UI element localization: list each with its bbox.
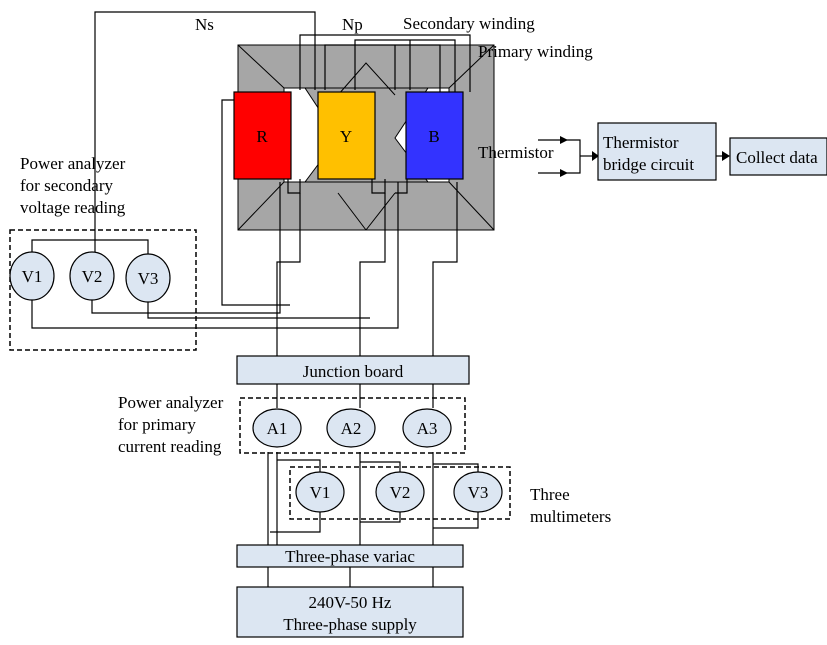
sec-meter-v3 bbox=[125, 253, 171, 303]
multimeter-v3 bbox=[453, 471, 503, 513]
sec-meter-v2-label: V2 bbox=[82, 267, 103, 286]
sec-analyzer-line2: for secondary bbox=[20, 176, 113, 195]
multimeter-wires bbox=[270, 459, 479, 533]
thermistor-label: Thermistor bbox=[478, 143, 554, 162]
primary-winding-label: Primary winding bbox=[478, 42, 593, 61]
thermistor-bridge-box bbox=[597, 122, 717, 181]
sec-analyzer-line3: voltage reading bbox=[20, 198, 126, 217]
thermistor-arrows bbox=[538, 136, 599, 177]
pri-meter-a3 bbox=[402, 408, 452, 448]
to-collect-data-arrow bbox=[722, 151, 730, 161]
thermistor-bridge-line2: bridge circuit bbox=[603, 155, 694, 174]
variac-label: Three-phase variac bbox=[285, 547, 415, 566]
pri-meter-a2 bbox=[326, 408, 376, 448]
np-label: Np bbox=[342, 15, 363, 34]
multimeter-v2 bbox=[375, 471, 425, 513]
supply-box bbox=[236, 586, 464, 638]
ns-label: Ns bbox=[195, 15, 214, 34]
winding-b bbox=[405, 91, 464, 180]
junction-board-label: Junction board bbox=[303, 362, 404, 381]
sec-analyzer-line1: Power analyzer bbox=[20, 154, 126, 173]
pri-analyzer-line2: for primary bbox=[118, 415, 196, 434]
multimeter-v3-label: V3 bbox=[468, 483, 489, 502]
thermistor-bridge-line1: Thermistor bbox=[603, 133, 679, 152]
primary-meters: A1 A2 A3 bbox=[252, 408, 452, 448]
pri-analyzer-line3: current reading bbox=[118, 437, 222, 456]
pri-analyzer-frame bbox=[239, 397, 466, 454]
winding-r bbox=[233, 91, 292, 180]
supply-line2: Three-phase supply bbox=[283, 615, 417, 634]
winding-r-label: R bbox=[256, 127, 268, 146]
variac-box bbox=[236, 544, 464, 568]
three-multimeters-line1: Three bbox=[530, 485, 570, 504]
pri-analyzer-line1: Power analyzer bbox=[118, 393, 224, 412]
primary-wires bbox=[267, 182, 458, 587]
three-multimeters-line2: multimeters bbox=[530, 507, 611, 526]
pri-meter-a2-label: A2 bbox=[341, 419, 362, 438]
winding-wires bbox=[94, 11, 471, 306]
pri-meter-a1-label: A1 bbox=[267, 419, 288, 438]
sec-meter-v2 bbox=[69, 251, 115, 301]
collect-data-label: Collect data bbox=[736, 148, 818, 167]
multimeter-v1-label: V1 bbox=[310, 483, 331, 502]
multimeter-v1 bbox=[295, 471, 345, 513]
multimeters: V1 V2 V3 bbox=[295, 471, 503, 513]
collect-data-box bbox=[729, 137, 827, 176]
junction-board-box bbox=[236, 355, 470, 385]
secondary-meters: V1 V2 V3 bbox=[9, 251, 171, 303]
pri-meter-a1 bbox=[252, 408, 302, 448]
supply-line1: 240V-50 Hz bbox=[309, 593, 392, 612]
multimeter-v2-label: V2 bbox=[390, 483, 411, 502]
sec-meter-v3-label: V3 bbox=[138, 269, 159, 288]
sec-meter-v1 bbox=[9, 251, 55, 301]
winding-y-label: Y bbox=[340, 127, 352, 146]
winding-b-label: B bbox=[428, 127, 439, 146]
secondary-winding-label: Secondary winding bbox=[403, 14, 535, 33]
bottom-winding-leads bbox=[287, 179, 408, 194]
sec-meter-v1-label: V1 bbox=[22, 267, 43, 286]
pri-meter-a3-label: A3 bbox=[417, 419, 438, 438]
winding-y bbox=[317, 91, 376, 180]
phase-windings: R Y B bbox=[233, 91, 464, 180]
secondary-meter-wires bbox=[31, 182, 399, 329]
sec-analyzer-frame bbox=[9, 229, 197, 351]
